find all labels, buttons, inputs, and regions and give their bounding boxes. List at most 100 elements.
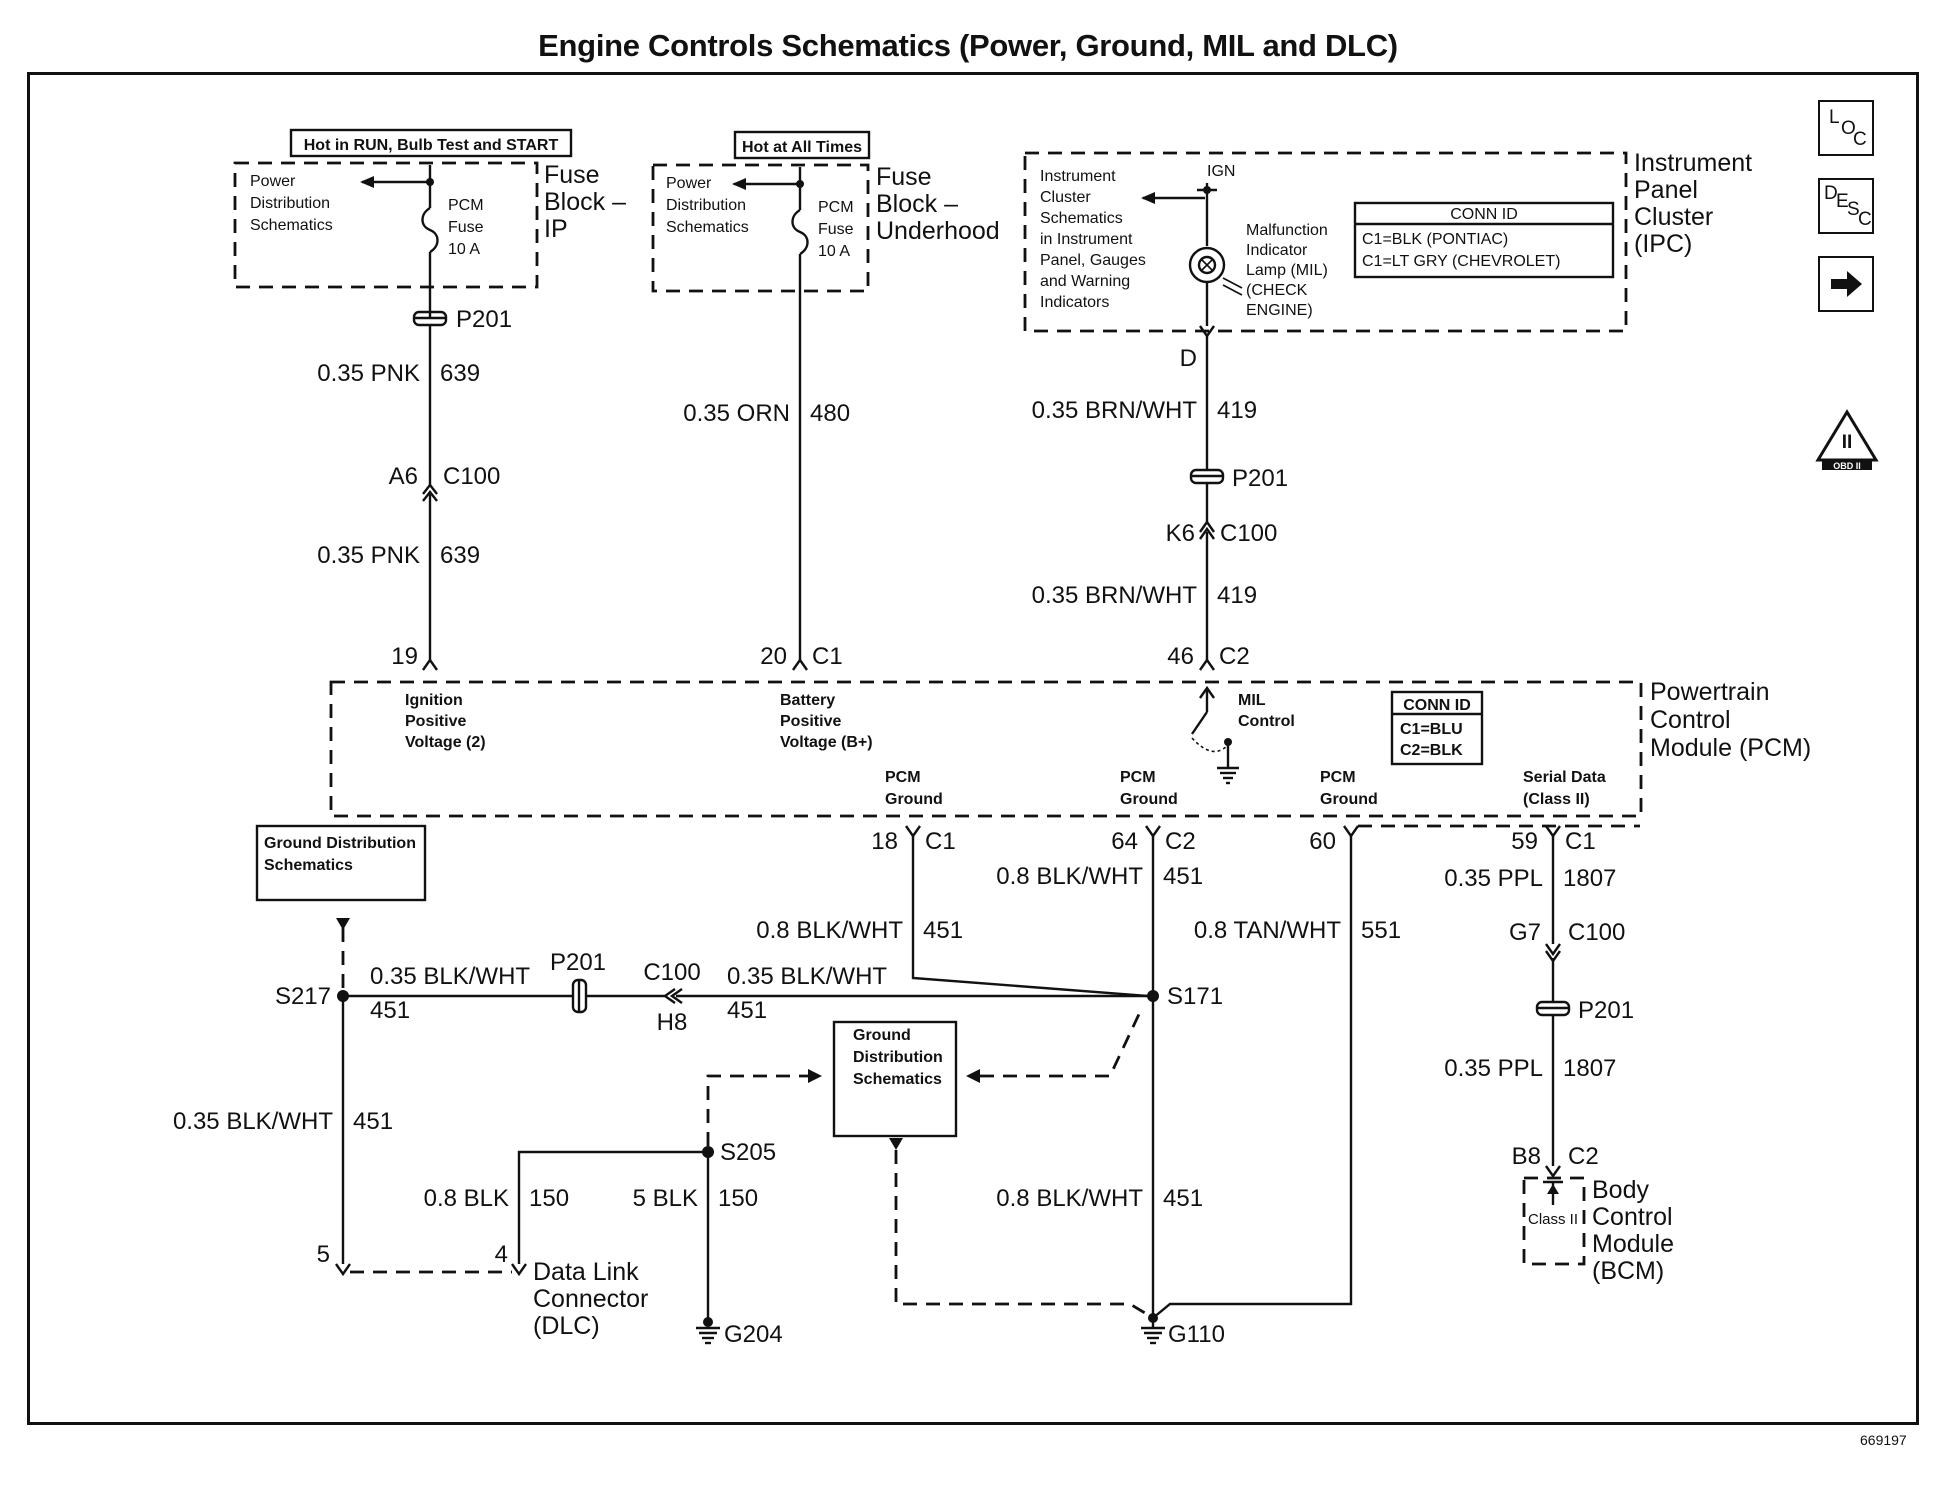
ground-dist-schematics-left[interactable]: Ground Distribution Schematics	[255, 824, 427, 902]
desc-button[interactable]: D E S C	[1818, 178, 1874, 234]
ign-pos-voltage-label: Ignition Positive Voltage (2)	[405, 692, 486, 751]
loc-button[interactable]: L O C	[1818, 100, 1874, 156]
power-dist-schematics-uh[interactable]: Power Distribution Schematics	[666, 175, 750, 236]
wire-circuit-451-s217: 451	[353, 1108, 393, 1135]
connector-p201-serial: P201	[1535, 997, 1634, 1024]
connector-c100-k6: K6 C100	[1166, 519, 1277, 547]
fuse-icon	[791, 208, 809, 256]
svg-text:II: II	[1842, 432, 1853, 453]
fuse-block-ip-name: Fuse Block – IP	[544, 161, 633, 243]
wire-size-pnk-2: 0.35 PNK	[317, 542, 420, 569]
wire-circuit-451-64: 451	[1163, 863, 1203, 890]
wire-size-ppl-1: 0.35 PPL	[1444, 865, 1543, 892]
wire-size-blk-g204: 5 BLK	[633, 1185, 698, 1212]
svg-text:C100: C100	[443, 463, 500, 490]
next-button[interactable]	[1818, 256, 1874, 312]
ipc-conn-id-box	[1353, 201, 1615, 279]
wire-size-brn-2: 0.35 BRN/WHT	[1032, 582, 1198, 609]
wire-circuit-1807-2: 1807	[1563, 1055, 1616, 1082]
hot-label-ip: Hot in RUN, Bulb Test and START	[304, 137, 559, 154]
bcm-conn-c2: C2	[1568, 1143, 1599, 1170]
svg-text:C1=BLU: C1=BLU	[1400, 721, 1463, 738]
page-title: Engine Controls Schematics (Power, Groun…	[538, 28, 1398, 63]
pcm-conn-c1-b: C1	[925, 828, 956, 855]
ipc-name: Instrument Panel Cluster (IPC)	[1634, 149, 1759, 258]
mil-label: Malfunction Indicator Lamp (MIL) (CHECK …	[1246, 222, 1332, 319]
wire-size-blk-18: 0.8 BLK/WHT	[756, 917, 903, 944]
arrow-left-icon	[732, 178, 746, 190]
svg-text:G7: G7	[1509, 919, 1541, 946]
ground-icon	[1217, 766, 1239, 785]
fuse-block-underhood: Hot at All Times Power Distribution Sche…	[651, 130, 1000, 660]
connector-c100-g7: G7 C100	[1509, 919, 1625, 964]
arrow-right-icon	[808, 1069, 822, 1083]
svg-text:S205: S205	[720, 1139, 776, 1166]
svg-text:C100: C100	[1568, 919, 1625, 946]
mil-control-label: MIL Control	[1238, 692, 1295, 730]
pcm-pin-59: 59	[1511, 828, 1538, 855]
ground-g110: G110	[1141, 1313, 1225, 1348]
pcm-pin-20: 20	[760, 643, 787, 670]
wire-circuit-451-h-right: 451	[727, 997, 767, 1024]
wire-size-blk-h-right: 0.35 BLK/WHT	[727, 963, 887, 990]
pcm-conn-id-box	[1390, 690, 1484, 766]
connector-c100-a6: A6 C100	[389, 463, 500, 502]
ground-g204: G204	[696, 1317, 783, 1348]
pcm-pin-18: 18	[871, 828, 898, 855]
svg-text:C100: C100	[1220, 520, 1277, 547]
bcm-pin-b8: B8	[1512, 1143, 1541, 1170]
pcm-fuse-uh-label: PCM Fuse 10 A	[818, 199, 858, 260]
connector-p201-ipc: P201	[1189, 465, 1288, 492]
svg-text:P201: P201	[1578, 997, 1634, 1024]
fuse-block-ip: Hot in RUN, Bulb Test and START Power Di…	[233, 128, 633, 318]
connector-c100-h8: C100 H8	[643, 959, 700, 1036]
arrow-left-icon	[1141, 192, 1155, 204]
wire-circuit-639-2: 639	[440, 542, 480, 569]
ground-dist-schematics-center[interactable]: Ground Distribution Schematics	[832, 1020, 958, 1138]
svg-text:S217: S217	[275, 983, 331, 1010]
instrument-panel-cluster: Instrument Cluster Schematics in Instrum…	[1023, 149, 1759, 339]
body-control-module: Class II Body Control Module (BCM)	[1522, 1176, 1674, 1285]
pcm-ground-2-label: PCM Ground	[1120, 769, 1178, 808]
powertrain-control-module: Ignition Positive Voltage (2) Battery Po…	[329, 678, 1811, 818]
dlc-pin-4: 4	[495, 1241, 508, 1268]
power-dist-schematics-ip[interactable]: Power Distribution Schematics	[250, 173, 334, 234]
connector-p201-ip: P201	[412, 306, 512, 333]
pcm-conn-c2-top: C2	[1219, 643, 1250, 670]
document-number: 669197	[1860, 1432, 1907, 1448]
instrument-cluster-schematics[interactable]: Instrument Cluster Schematics in Instrum…	[1040, 168, 1150, 311]
pcm-pin-60: 60	[1309, 828, 1336, 855]
svg-text:H8: H8	[657, 1009, 688, 1036]
arrow-left-icon	[966, 1069, 980, 1083]
fuse-block-uh-name: Fuse Block – Underhood	[876, 163, 1000, 245]
svg-text:G110: G110	[1168, 1321, 1225, 1348]
wire-size-brn-1: 0.35 BRN/WHT	[1032, 397, 1198, 424]
pcm-ground-1-label: PCM Ground	[885, 769, 943, 808]
svg-text:CONN ID: CONN ID	[1450, 206, 1518, 223]
diagram-frame	[27, 72, 1919, 1425]
svg-text:G204: G204	[724, 1321, 783, 1348]
svg-text:P201: P201	[1232, 465, 1288, 492]
wire-size-ppl-2: 0.35 PPL	[1444, 1055, 1543, 1082]
wire-size-blk-dlc: 0.8 BLK	[424, 1185, 509, 1212]
svg-text:S171: S171	[1167, 983, 1223, 1010]
wire-circuit-419-2: 419	[1217, 582, 1257, 609]
svg-text:Ground Distribution Sche: Ground Distribution Schematics	[264, 835, 420, 874]
wire-circuit-1807-1: 1807	[1563, 865, 1616, 892]
wire-size-blk-g110: 0.8 BLK/WHT	[996, 1185, 1143, 1212]
svg-text:C2=BLK: C2=BLK	[1400, 742, 1463, 759]
svg-text:C100: C100	[643, 959, 700, 986]
wire-size-blk-h-left: 0.35 BLK/WHT	[370, 963, 530, 990]
wire-circuit-150-dlc: 150	[529, 1185, 569, 1212]
obd-ii-badge: II OBD II	[1815, 409, 1879, 471]
wire-size-tan: 0.8 TAN/WHT	[1194, 917, 1341, 944]
connector-p201-horizontal: P201	[550, 949, 606, 1014]
pcm-conn-c1-s: C1	[1565, 828, 1596, 855]
wire-circuit-419-1: 419	[1217, 397, 1257, 424]
wire-circuit-451-18: 451	[923, 917, 963, 944]
svg-text:C1=LT GRY (CHEVROLET): C1=LT GRY (CHEVROLET)	[1362, 253, 1560, 270]
wire-circuit-480: 480	[810, 400, 850, 427]
svg-text:K6: K6	[1166, 520, 1195, 547]
svg-text:P201: P201	[550, 949, 606, 976]
pcm-pin-64: 64	[1111, 828, 1138, 855]
